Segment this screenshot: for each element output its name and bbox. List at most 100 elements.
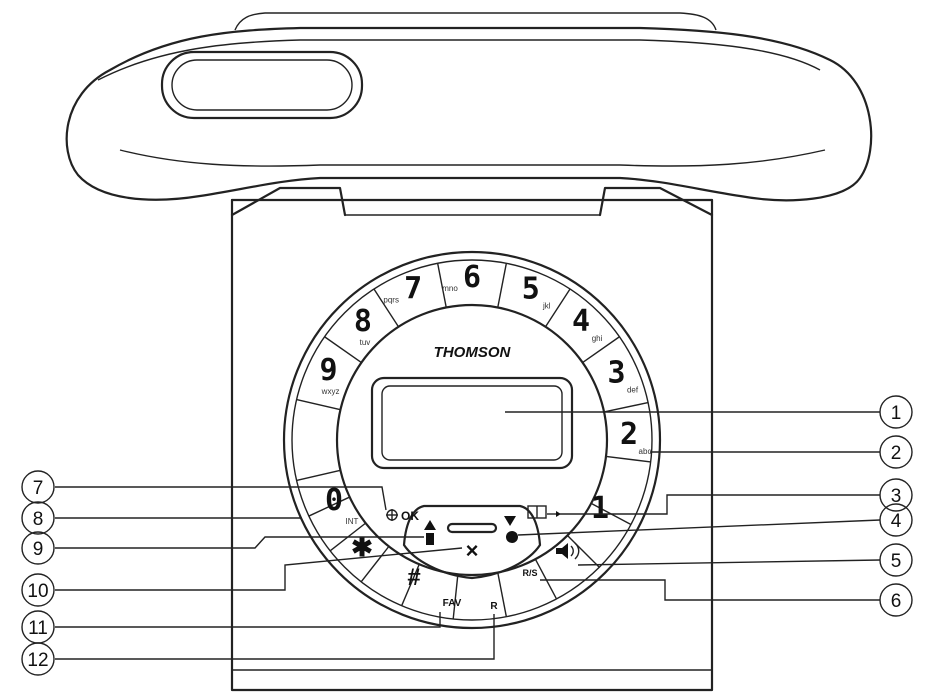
earpiece-slot <box>160 50 364 120</box>
callout-10: 10 <box>21 573 55 607</box>
callout-1: 1 <box>879 395 913 429</box>
hash-key[interactable]: # <box>407 564 420 591</box>
nav-bar[interactable] <box>446 522 498 534</box>
callout-circle <box>21 573 55 607</box>
handset-inner-edge <box>97 39 821 81</box>
dial-inner-ring <box>335 303 609 577</box>
callout-2: 2 <box>879 435 913 469</box>
callout-number: 9 <box>33 539 44 560</box>
callout-circle <box>879 503 913 537</box>
key-divider <box>324 336 362 364</box>
key-divider <box>373 288 400 328</box>
key-divider <box>605 455 651 463</box>
up-arrow-contact-icon[interactable] <box>424 520 436 545</box>
callout-circle <box>21 642 55 676</box>
lcd-display <box>370 376 574 470</box>
callout-11: 11 <box>21 610 55 644</box>
center-control-panel <box>402 504 542 580</box>
callout-circle <box>21 501 55 535</box>
key-digit: 4 <box>572 304 590 339</box>
callout-number: 7 <box>33 478 44 499</box>
speaker-icon <box>556 542 580 560</box>
phonebook-key[interactable] <box>527 505 561 519</box>
key-divider <box>296 469 341 482</box>
callout-number: 4 <box>891 511 902 532</box>
key-digit: 8 <box>354 304 372 339</box>
ok-label: OK <box>401 509 419 523</box>
key-dividers <box>296 263 651 620</box>
cancel-key[interactable]: × <box>466 538 479 563</box>
callout-circle <box>879 395 913 429</box>
fav-key[interactable]: FAV <box>443 598 462 609</box>
key-divider <box>296 398 341 411</box>
phonebook-icon <box>527 505 561 519</box>
ok-key[interactable]: OK <box>386 509 419 523</box>
key-7[interactable]: 7 pqrs <box>383 271 422 306</box>
callout-circle <box>879 478 913 512</box>
callout-6: 6 <box>879 583 913 617</box>
down-arrow-contact-icon[interactable] <box>504 516 518 543</box>
callout-number: 12 <box>27 650 48 671</box>
handset <box>65 26 873 202</box>
leader-12 <box>55 614 495 660</box>
callout-4: 4 <box>879 503 913 537</box>
key-letters: INT <box>346 517 359 526</box>
speaker-key[interactable] <box>556 542 580 560</box>
callout-circle <box>879 583 913 617</box>
key-divider <box>603 401 649 413</box>
brand-logo: THOMSON <box>434 344 512 361</box>
key-letters: jkl <box>542 301 551 310</box>
key-divider <box>497 263 508 308</box>
key-digit: 9 <box>320 353 338 388</box>
leader-4 <box>517 519 881 536</box>
key-1[interactable]: 1 <box>591 491 609 526</box>
phone-base <box>230 198 714 692</box>
key-divider <box>436 263 447 308</box>
key-digit: 2 <box>620 417 638 452</box>
key-divider <box>582 336 620 364</box>
callout-12: 12 <box>21 642 55 676</box>
key-letters: pqrs <box>383 295 399 304</box>
key-letters: abc <box>639 447 652 456</box>
handset-bottom-ridge <box>119 149 826 167</box>
callout-number: 5 <box>891 551 902 572</box>
leader-5 <box>577 559 881 566</box>
handset-top-ridge <box>234 12 717 31</box>
callout-number: 1 <box>891 403 902 424</box>
leader-7 <box>55 486 387 511</box>
key-digit: 6 <box>463 260 481 295</box>
leader-6 <box>540 579 880 601</box>
callout-circle <box>21 470 55 504</box>
key-divider <box>308 496 350 517</box>
lcd-display-inner <box>381 385 563 461</box>
key-divider <box>360 545 390 583</box>
leader-3 <box>560 494 880 515</box>
callout-5: 5 <box>879 543 913 577</box>
callout-circle <box>879 543 913 577</box>
callout-number: 8 <box>33 509 44 530</box>
key-letters: ghi <box>592 334 603 343</box>
nav-ok-icon <box>386 509 398 521</box>
key-letters: tuv <box>360 338 371 347</box>
redial-key[interactable]: R/S <box>522 568 537 578</box>
earpiece-slot-inner <box>171 59 353 111</box>
key-digit: 1 <box>591 491 609 526</box>
callout-number: 10 <box>27 581 48 602</box>
key-divider <box>534 558 558 600</box>
r-key[interactable]: R <box>490 601 498 612</box>
key-digit: 7 <box>404 271 422 306</box>
star-key[interactable]: ✱ <box>351 532 373 562</box>
key-digit: 3 <box>607 356 625 391</box>
key-divider <box>401 563 420 606</box>
